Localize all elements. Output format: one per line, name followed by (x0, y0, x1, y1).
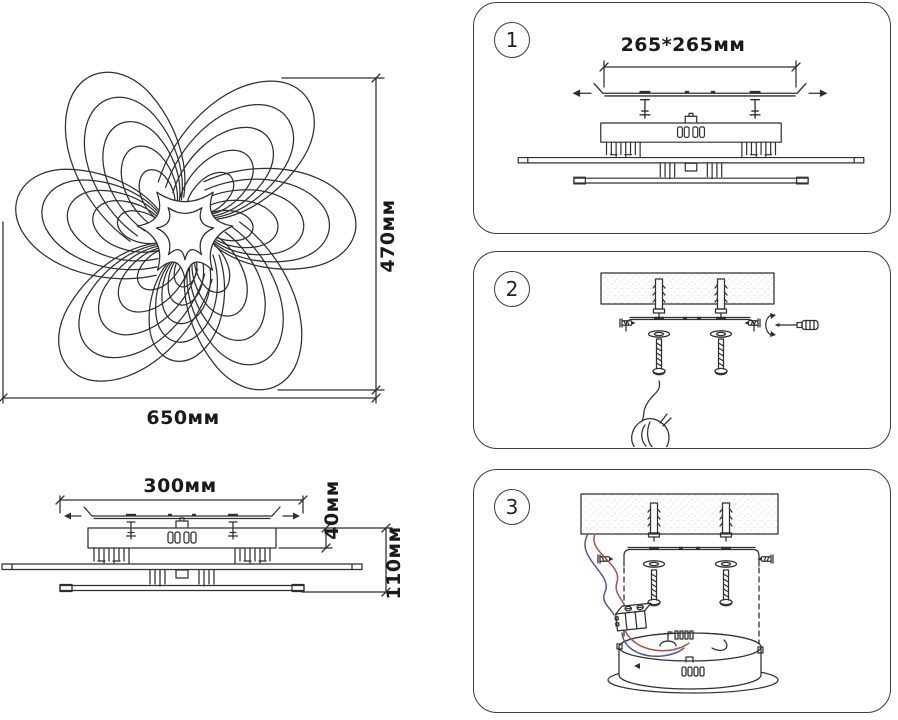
wire-grommet (659, 640, 677, 647)
top-view-dimensions: 650мм 470мм (0, 73, 399, 429)
bracket-slot-mark (685, 656, 694, 663)
step-panel-2: 2 (473, 251, 891, 449)
step-1-number-badge: 1 (494, 22, 530, 58)
step-1-number: 1 (505, 28, 519, 52)
step-2-number: 2 (505, 277, 519, 301)
mounting-bracket (571, 82, 829, 119)
side-view-dimension-300: 300мм (55, 475, 308, 514)
step-2-illustration (600, 272, 819, 447)
fixture-body (518, 113, 864, 184)
step-panel-3: 3 (473, 469, 891, 713)
ceiling (580, 493, 779, 535)
washer (642, 560, 666, 568)
terminal-block (614, 602, 652, 632)
arrow-marker (634, 663, 640, 669)
screw (652, 338, 666, 376)
mounting-bracket (63, 506, 301, 540)
neutral-wire (584, 533, 615, 616)
step-panel-1: 1 265*265мм (473, 2, 891, 234)
step-3-number: 3 (505, 495, 519, 519)
top-view-width-label: 650мм (146, 407, 219, 429)
fixture-body (2, 518, 362, 592)
fixture-base (607, 630, 779, 694)
fixing-screw (619, 318, 637, 328)
mains-wire-socket-sketch (631, 380, 672, 447)
top-view-drawing: 650мм 470мм (0, 0, 399, 429)
side-view-total-height-label: 110мм (383, 526, 405, 599)
neutral-wire-to-base (621, 632, 685, 657)
vent-holes (681, 666, 705, 677)
live-wire (593, 533, 626, 608)
screwdriver-icon (765, 313, 819, 337)
step-3-number-badge: 3 (494, 489, 530, 525)
ceiling (600, 272, 775, 305)
step-2-number-badge: 2 (494, 271, 530, 307)
mounting-bracket (625, 316, 755, 332)
flower-center-inner-star (155, 207, 215, 261)
flower-chandelier (9, 50, 360, 412)
washer (709, 330, 733, 338)
screw (647, 569, 661, 607)
side-view-base-height-label: 40мм (321, 480, 343, 540)
bracket-dimension-lines (599, 60, 801, 88)
flower-center-star (136, 191, 234, 280)
wire-loop (711, 639, 728, 652)
washer (647, 330, 671, 338)
fixing-screw (756, 554, 774, 564)
side-view-width-label: 300мм (143, 475, 216, 497)
mounting-bracket (623, 546, 760, 567)
top-view-height-label: 470мм (377, 199, 399, 272)
live-wire-to-base (624, 629, 690, 652)
terminal-pins (667, 630, 694, 641)
step-3-illustration (580, 493, 779, 694)
side-view-dimension-40-110: 40мм 110мм (276, 480, 405, 600)
washer (714, 560, 738, 568)
bracket-dimension-label: 265*265мм (621, 34, 746, 56)
side-view-drawing: 300мм 40мм 110мм (0, 475, 405, 600)
screw (714, 338, 728, 376)
step-1-illustration: 265*265мм (474, 34, 889, 232)
screw (719, 569, 733, 607)
fixing-screw (743, 318, 761, 328)
